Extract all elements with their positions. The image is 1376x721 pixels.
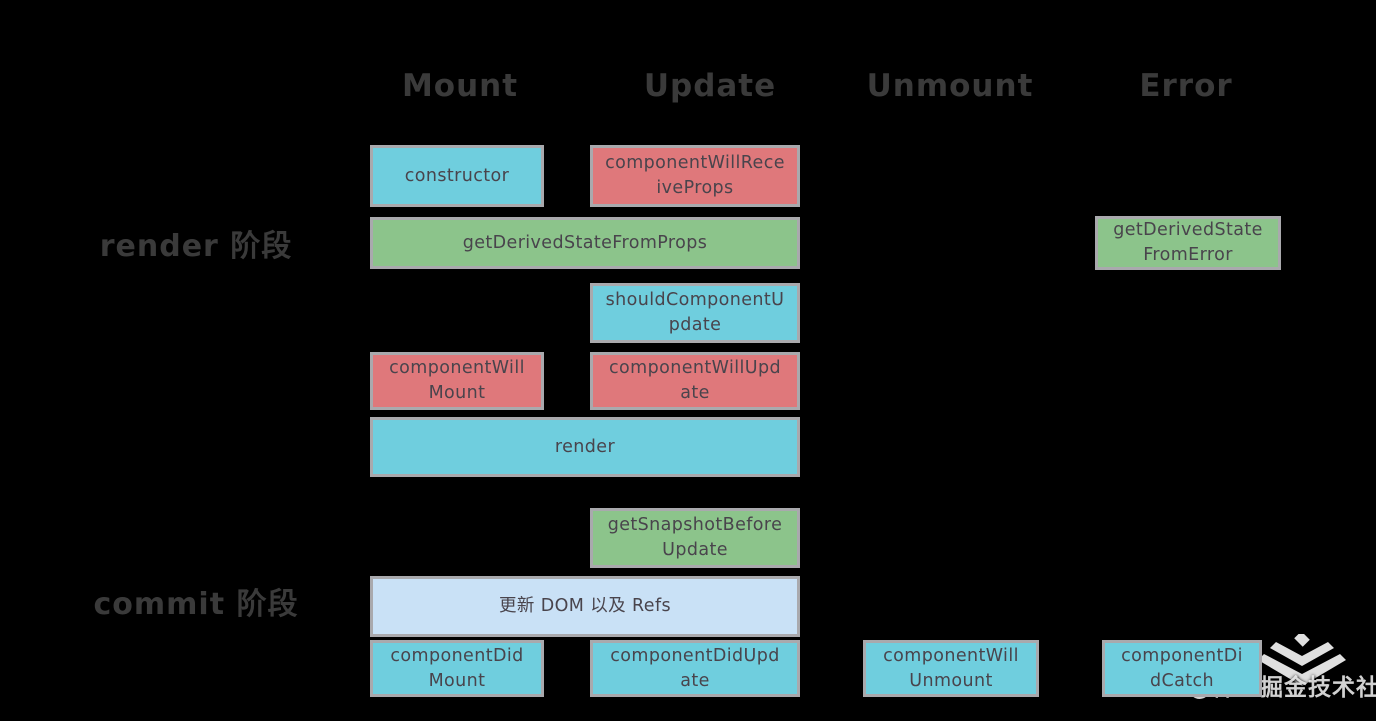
lifecycle-box-shouldcomponentupdate: shouldComponentUpdate <box>590 283 800 343</box>
lifecycle-box-componentdidmount: componentDidMount <box>370 640 544 697</box>
lifecycle-box-componentwillmount: componentWillMount <box>370 352 544 410</box>
lifecycle-box-componentdidupdate: componentDidUpdate <box>590 640 800 697</box>
lifecycle-box-componentwillreceiveprops: componentWillReceiveProps <box>590 145 800 207</box>
lifecycle-box-更新-dom-以及-refs: 更新 DOM 以及 Refs <box>370 576 800 637</box>
column-header-error: Error <box>1139 68 1233 104</box>
lifecycle-box-componentdidcatch: componentDidCatch <box>1102 640 1262 697</box>
lifecycle-box-constructor: constructor <box>370 145 544 207</box>
phase-label-render-阶段: render 阶段 <box>99 229 293 264</box>
lifecycle-box-getsnapshotbeforeupdate: getSnapshotBeforeUpdate <box>590 508 800 568</box>
lifecycle-box-getderivedstatefromprops: getDerivedStateFromProps <box>370 217 800 269</box>
juejin-logo-icon <box>1258 634 1346 686</box>
lifecycle-box-componentwillupdate: componentWillUpdate <box>590 352 800 410</box>
column-header-unmount: Unmount <box>866 68 1034 104</box>
lifecycle-box-componentwillunmount: componentWillUnmount <box>863 640 1039 697</box>
column-header-update: Update <box>643 68 777 104</box>
phase-label-commit-阶段: commit 阶段 <box>93 587 299 622</box>
lifecycle-box-getderivedstatefromerror: getDerivedStateFromError <box>1095 216 1281 270</box>
lifecycle-box-render: render <box>370 417 800 477</box>
column-header-mount: Mount <box>401 68 519 104</box>
